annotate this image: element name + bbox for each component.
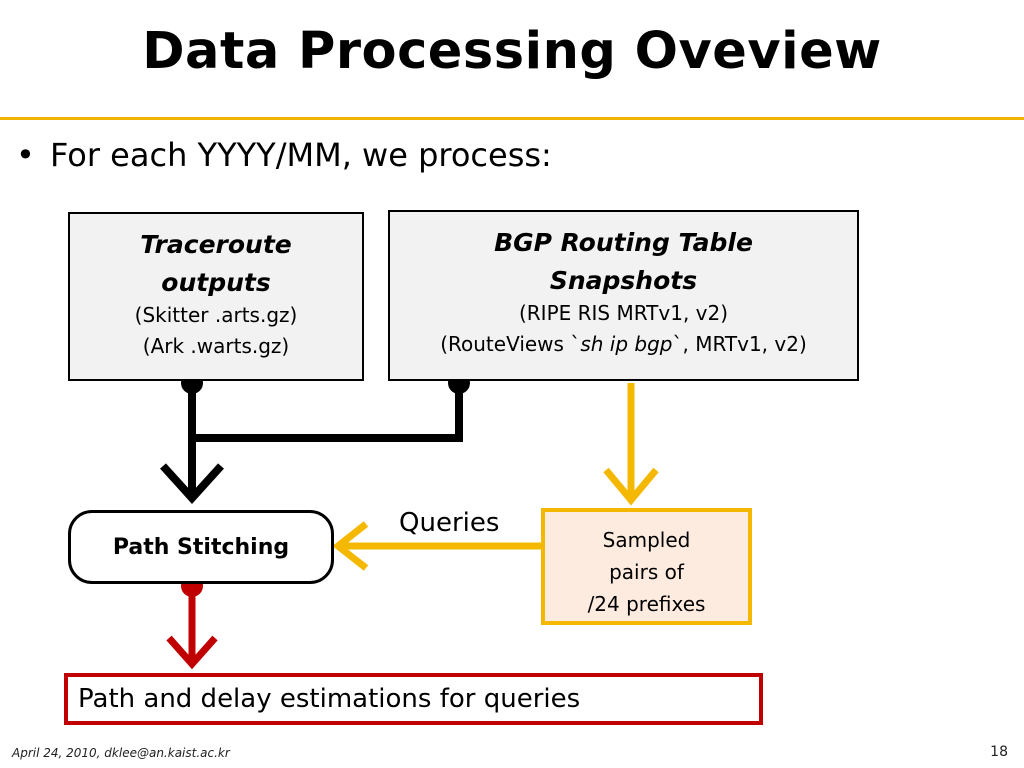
traceroute-format-ark: (Ark .warts.gz) — [142, 334, 290, 358]
bullet-marker: • — [16, 136, 35, 174]
bgp-routeviews-prefix: (RouteViews ` — [440, 332, 581, 356]
bgp-routeviews-command: sh ip bgp — [580, 332, 673, 356]
bullet-text: For each YYYY/MM, we process: — [50, 136, 552, 174]
bullet-point: • For each YYYY/MM, we process: — [16, 136, 552, 174]
bgp-snapshots-box: BGP Routing Table Snapshots (RIPE RIS MR… — [388, 210, 859, 381]
black-connector — [160, 384, 463, 504]
result-box: Path and delay estimations for queries — [64, 673, 763, 725]
traceroute-format-skitter: (Skitter .arts.gz) — [134, 303, 298, 327]
result-arrowhead — [166, 635, 218, 670]
bgp-routeviews-suffix: `, MRTv1, v2) — [672, 332, 807, 356]
bgp-format-routeviews: (RouteViews `sh ip bgp`, MRTv1, v2) — [390, 329, 857, 360]
footer-date-email: April 24, 2010, dklee@an.kaist.ac.kr — [12, 746, 230, 760]
queries-arrowhead — [332, 521, 369, 571]
traceroute-outputs-box: Traceroute outputs (Skitter .arts.gz) (A… — [68, 212, 364, 381]
page-number: 18 — [990, 744, 1008, 760]
red-connector — [166, 586, 218, 670]
sampled-pairs-box: Sampled pairs of /24 prefixes — [541, 508, 752, 625]
queries-label: Queries — [399, 508, 500, 538]
bgp-title-line1: BGP Routing Table — [494, 228, 753, 257]
bgp-merge-line — [192, 384, 463, 442]
bgp-format-ripe: (RIPE RIS MRTv1, v2) — [518, 301, 729, 325]
traceroute-title-line2: outputs — [161, 268, 271, 297]
path-stitching-label: Path Stitching — [112, 534, 290, 560]
traceroute-title-line1: Traceroute — [140, 230, 292, 259]
bgp-title-line2: Snapshots — [549, 266, 698, 295]
result-text: Path and delay estimations for queries — [78, 684, 581, 714]
path-stitching-node: Path Stitching — [68, 510, 334, 584]
yellow-connector — [332, 383, 659, 571]
title-rule — [0, 117, 1024, 120]
path-stitching-arrowhead — [160, 463, 224, 504]
sampled-line2: pairs of — [609, 560, 684, 584]
sampled-arrowhead — [603, 467, 659, 506]
sampled-line1: Sampled — [602, 528, 691, 552]
sampled-line3: /24 prefixes — [587, 592, 706, 616]
slide-title: Data Processing Oveview — [142, 22, 882, 81]
